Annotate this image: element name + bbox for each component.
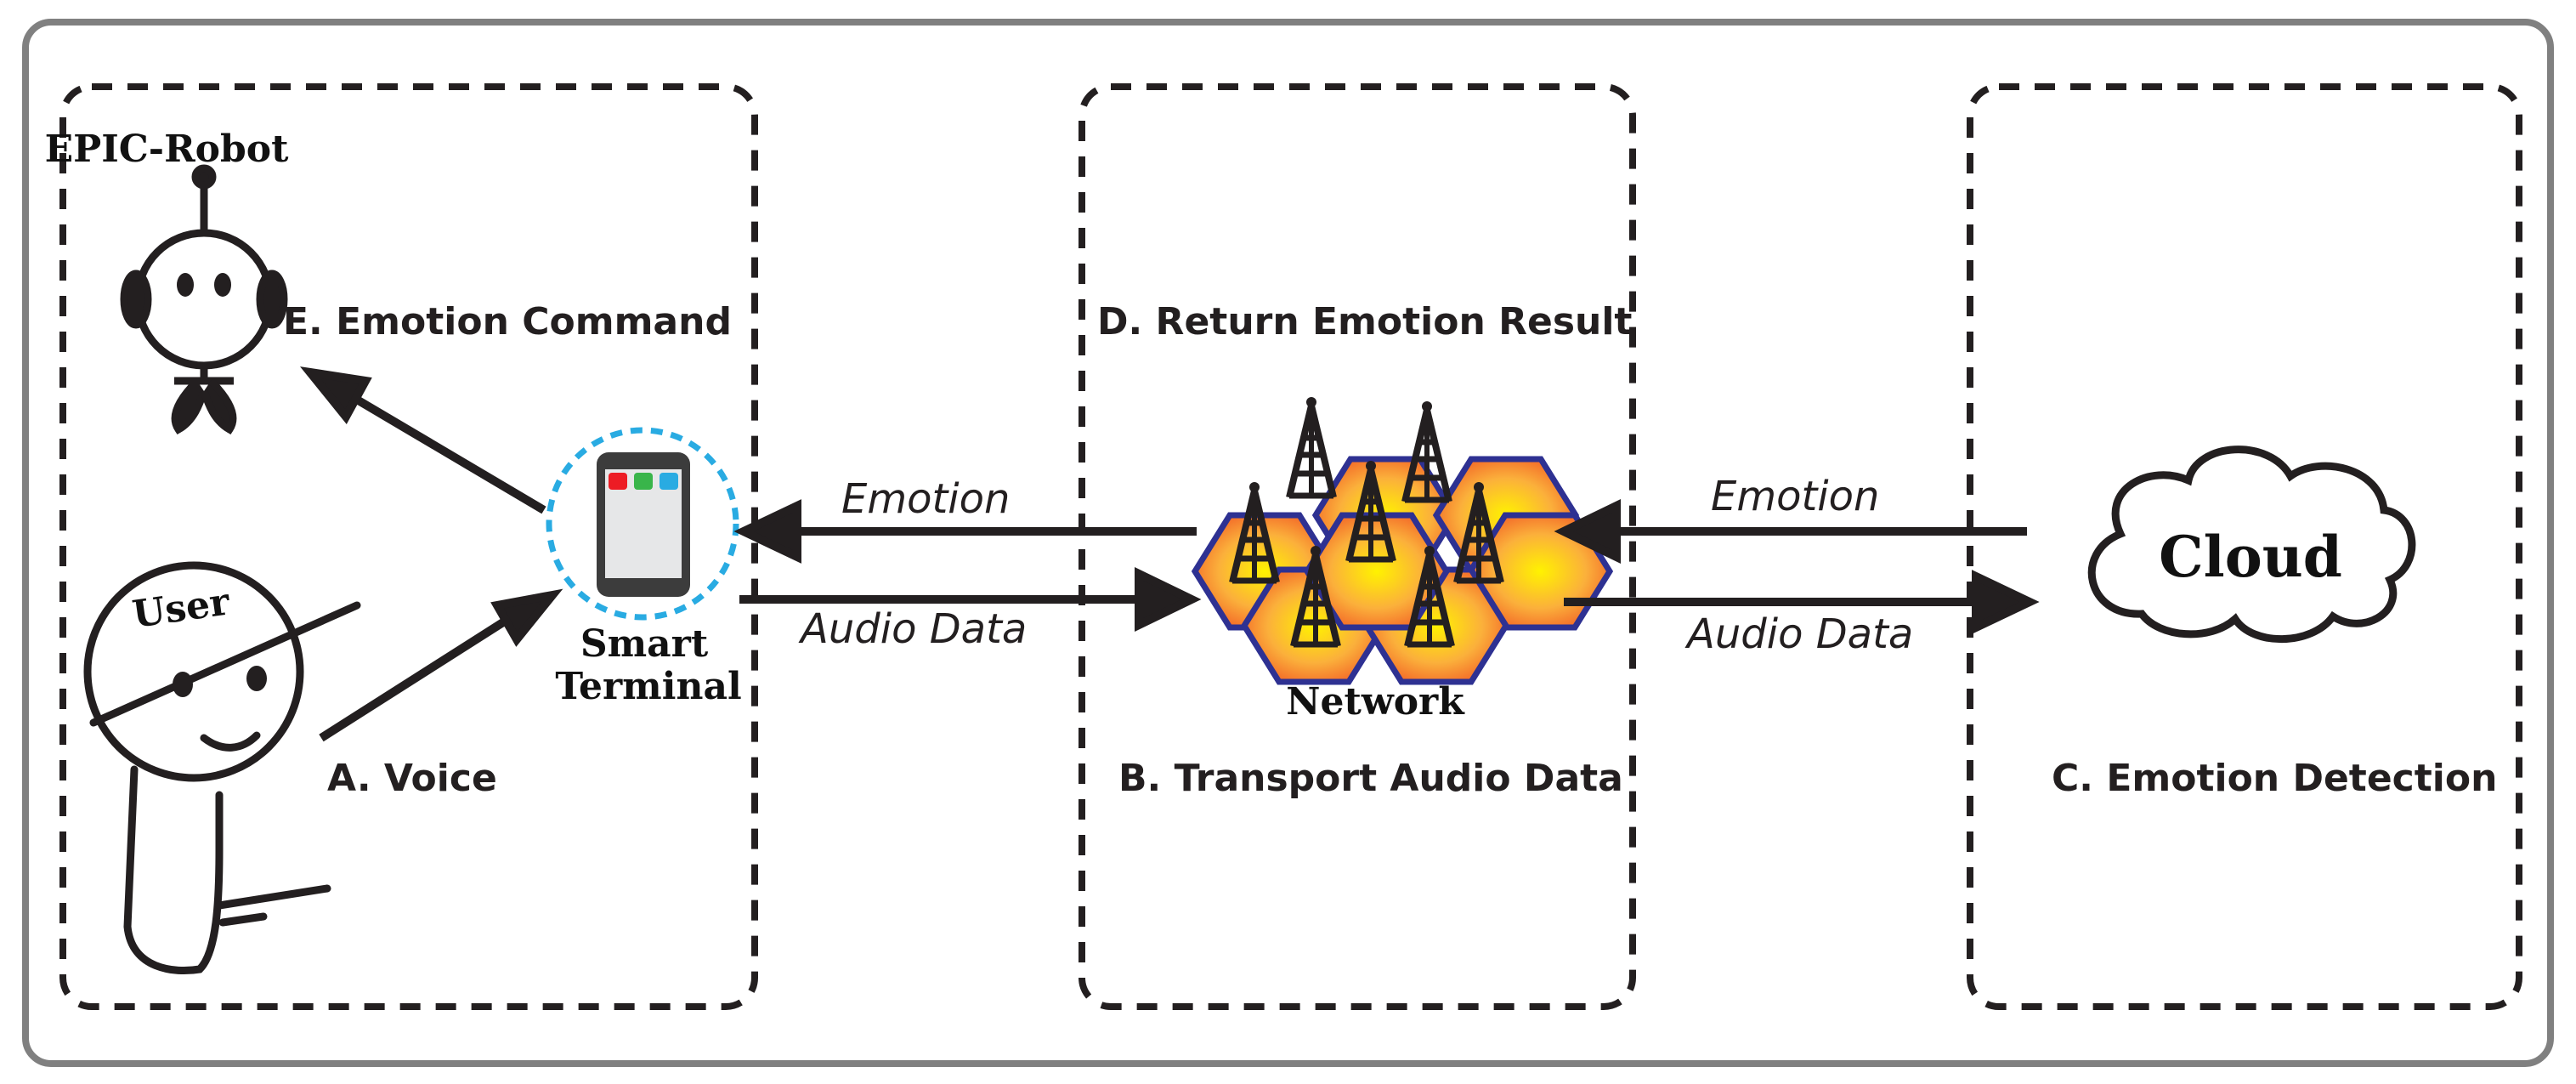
panel-cloud bbox=[1967, 83, 2522, 1010]
arrow-voice bbox=[319, 616, 508, 742]
cloud-title: Cloud bbox=[2159, 524, 2342, 590]
terminal-label-line2: Terminal bbox=[555, 665, 741, 708]
flow-audio-left: Audio Data bbox=[798, 605, 1027, 653]
panel-user-side bbox=[59, 83, 758, 1010]
arrow-emotion-command bbox=[354, 395, 546, 514]
arrows bbox=[299, 366, 2040, 742]
robot-title: EPIC-Robot bbox=[45, 128, 290, 171]
terminal-label-line1: Smart bbox=[580, 622, 709, 666]
network-tower-cluster-icon bbox=[1195, 397, 1610, 682]
flow-emotion-left: Emotion bbox=[841, 475, 1010, 523]
smart-terminal-icon bbox=[546, 427, 739, 621]
step-d-label: D. Return Emotion Result bbox=[1097, 300, 1632, 343]
panel-network bbox=[1079, 83, 1636, 1010]
user-figure-icon bbox=[83, 561, 361, 975]
outer-frame bbox=[22, 19, 2554, 1067]
step-b-label: B. Transport Audio Data bbox=[1118, 757, 1623, 800]
flow-emotion-right: Emotion bbox=[1711, 473, 1879, 520]
step-c-label: C. Emotion Detection bbox=[2052, 757, 2497, 800]
step-e-label: E. Emotion Command bbox=[283, 300, 732, 343]
cloud-icon bbox=[2087, 446, 2416, 644]
flow-audio-right: Audio Data bbox=[1684, 610, 1913, 658]
network-title: Network bbox=[1286, 680, 1465, 724]
robot-icon bbox=[120, 164, 288, 434]
step-a-label: A. Voice bbox=[327, 757, 497, 800]
